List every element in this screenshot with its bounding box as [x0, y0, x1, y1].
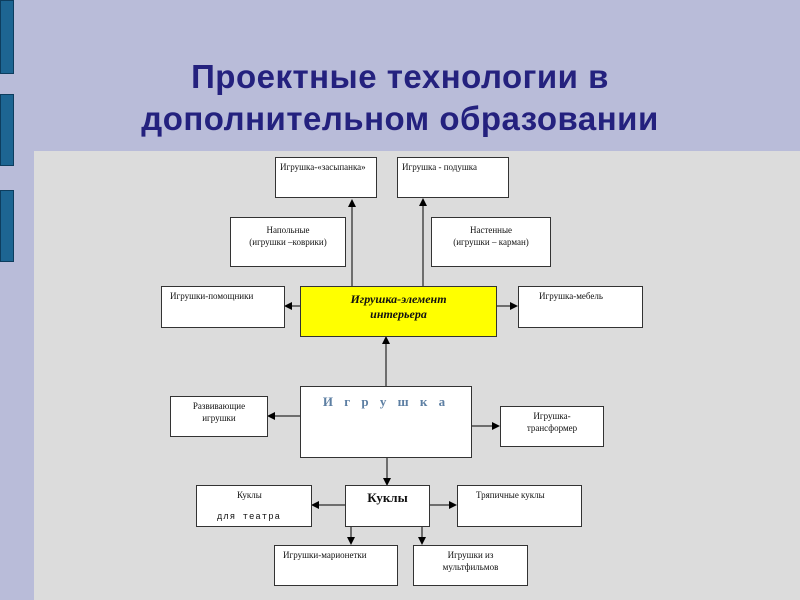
node-multfilmy-label-1: Игрушки из	[447, 550, 494, 560]
node-zasypanka: Игрушка-«засыпанка»	[275, 157, 377, 198]
node-pomoshchniki-label: Игрушки-помощники	[170, 291, 254, 301]
side-tab-3	[0, 190, 14, 262]
node-multfilmy: Игрушки из мультфильмов	[413, 545, 528, 586]
side-tab-1	[0, 0, 14, 74]
node-mebel: Игрушка-мебель	[518, 286, 643, 328]
node-kukly: Куклы	[345, 485, 430, 527]
node-razvivayushchie-label-2: игрушки	[202, 413, 236, 423]
slide-title: Проектные технологии в дополнительном об…	[40, 56, 760, 140]
side-tab-2	[0, 94, 14, 166]
node-kukly-teatr-label-1: Куклы	[237, 490, 262, 500]
node-multfilmy-label-2: мультфильмов	[442, 562, 499, 572]
node-element-label-1: Игрушка-элемент	[350, 292, 447, 306]
node-nastennye: Настенные (игрушки – карман)	[431, 217, 551, 267]
node-podushka: Игрушка - подушка	[397, 157, 509, 198]
node-zasypanka-label: Игрушка-«засыпанка»	[280, 162, 366, 172]
node-kukly-teatr: Куклы для театра	[196, 485, 312, 527]
node-transformer-label-1: Игрушка-	[533, 411, 571, 421]
node-kukly-teatr-label-2: для театра	[217, 512, 282, 522]
node-mebel-label: Игрушка-мебель	[539, 291, 603, 301]
node-igrushka: И г р у ш к а	[300, 386, 472, 458]
node-podushka-label: Игрушка - подушка	[402, 162, 478, 172]
node-tryapichnye: Тряпичные куклы	[457, 485, 582, 527]
node-tryapichnye-label: Тряпичные куклы	[476, 490, 545, 500]
slide-title-line-1: Проектные технологии в	[191, 58, 609, 95]
node-razvivayushchie: Развивающие игрушки	[170, 396, 268, 437]
node-transformer-label-2: трансформер	[526, 423, 578, 433]
node-napolnye-label-1: Напольные	[266, 225, 310, 235]
node-napolnye-label-2: (игрушки –коврики)	[249, 237, 327, 247]
node-nastennye-label-1: Настенные	[469, 225, 513, 235]
node-pomoshchniki: Игрушки-помощники	[161, 286, 285, 328]
node-transformer: Игрушка- трансформер	[500, 406, 604, 447]
node-razvivayushchie-label-1: Развивающие	[192, 401, 246, 411]
slide-title-line-2: дополнительном образовании	[141, 100, 659, 137]
node-nastennye-label-2: (игрушки – карман)	[453, 237, 529, 247]
node-marionetki-label: Игрушки-марионетки	[283, 550, 367, 560]
node-marionetki: Игрушки-марионетки	[274, 545, 398, 586]
node-kukly-label: Куклы	[367, 490, 408, 505]
node-igrushka-label: И г р у ш к а	[322, 394, 450, 409]
node-napolnye: Напольные (игрушки –коврики)	[230, 217, 346, 267]
node-element-label-2: интерьера	[370, 307, 427, 321]
node-element-interiera: Игрушка-элемент интерьера	[300, 286, 497, 337]
